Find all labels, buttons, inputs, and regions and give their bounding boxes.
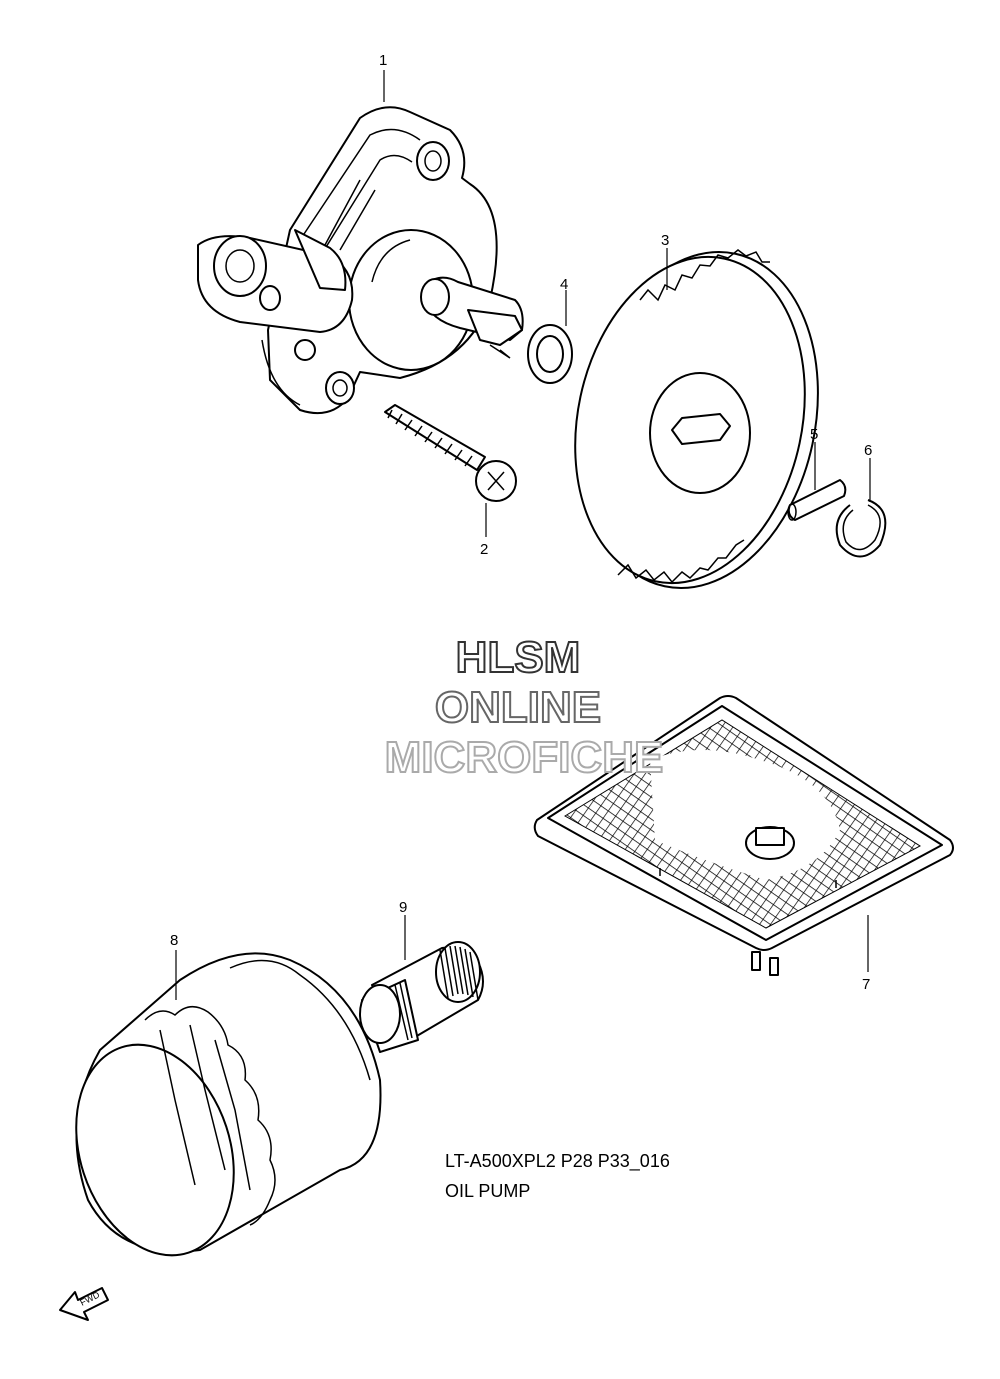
oil-filter[interactable]	[50, 952, 382, 1276]
diagram-caption: LT-A500XPL2 P28 P33_016 OIL PUMP	[445, 1151, 670, 1201]
watermark-line-3: MICROFICHE	[385, 733, 664, 782]
callout-2: 2	[480, 541, 488, 558]
callout-9: 9	[399, 899, 407, 916]
callout-8: 8	[170, 932, 178, 949]
circlip[interactable]	[835, 499, 887, 558]
union-bolt[interactable]	[359, 941, 484, 1053]
callout-4: 4	[560, 276, 568, 293]
diagram-title: OIL PUMP	[445, 1181, 530, 1201]
washer[interactable]	[527, 324, 573, 384]
callout-6: 6	[864, 442, 872, 459]
forward-arrow-icon: FWD	[59, 1287, 109, 1321]
watermark-line-2: ONLINE	[435, 683, 601, 732]
callout-3: 3	[661, 232, 669, 249]
oil-strainer[interactable]	[533, 695, 954, 976]
pump-screw[interactable]	[384, 404, 517, 502]
leader-lines	[175, 70, 871, 1000]
callout-7: 7	[862, 976, 870, 993]
diagram-code: LT-A500XPL2 P28 P33_016	[445, 1151, 670, 1172]
watermark: HLSM ONLINE MICROFICHE	[384, 632, 665, 783]
callout-5: 5	[810, 426, 818, 443]
watermark-line-1: HLSM	[456, 633, 581, 682]
callout-1: 1	[379, 52, 387, 69]
pump-driven-gear[interactable]	[546, 230, 848, 610]
dowel-pin[interactable]	[787, 479, 847, 521]
oil-pump-body[interactable]	[197, 106, 524, 414]
callout-numbers: 1 2 3 4 5 6 7 8 9	[170, 52, 872, 993]
